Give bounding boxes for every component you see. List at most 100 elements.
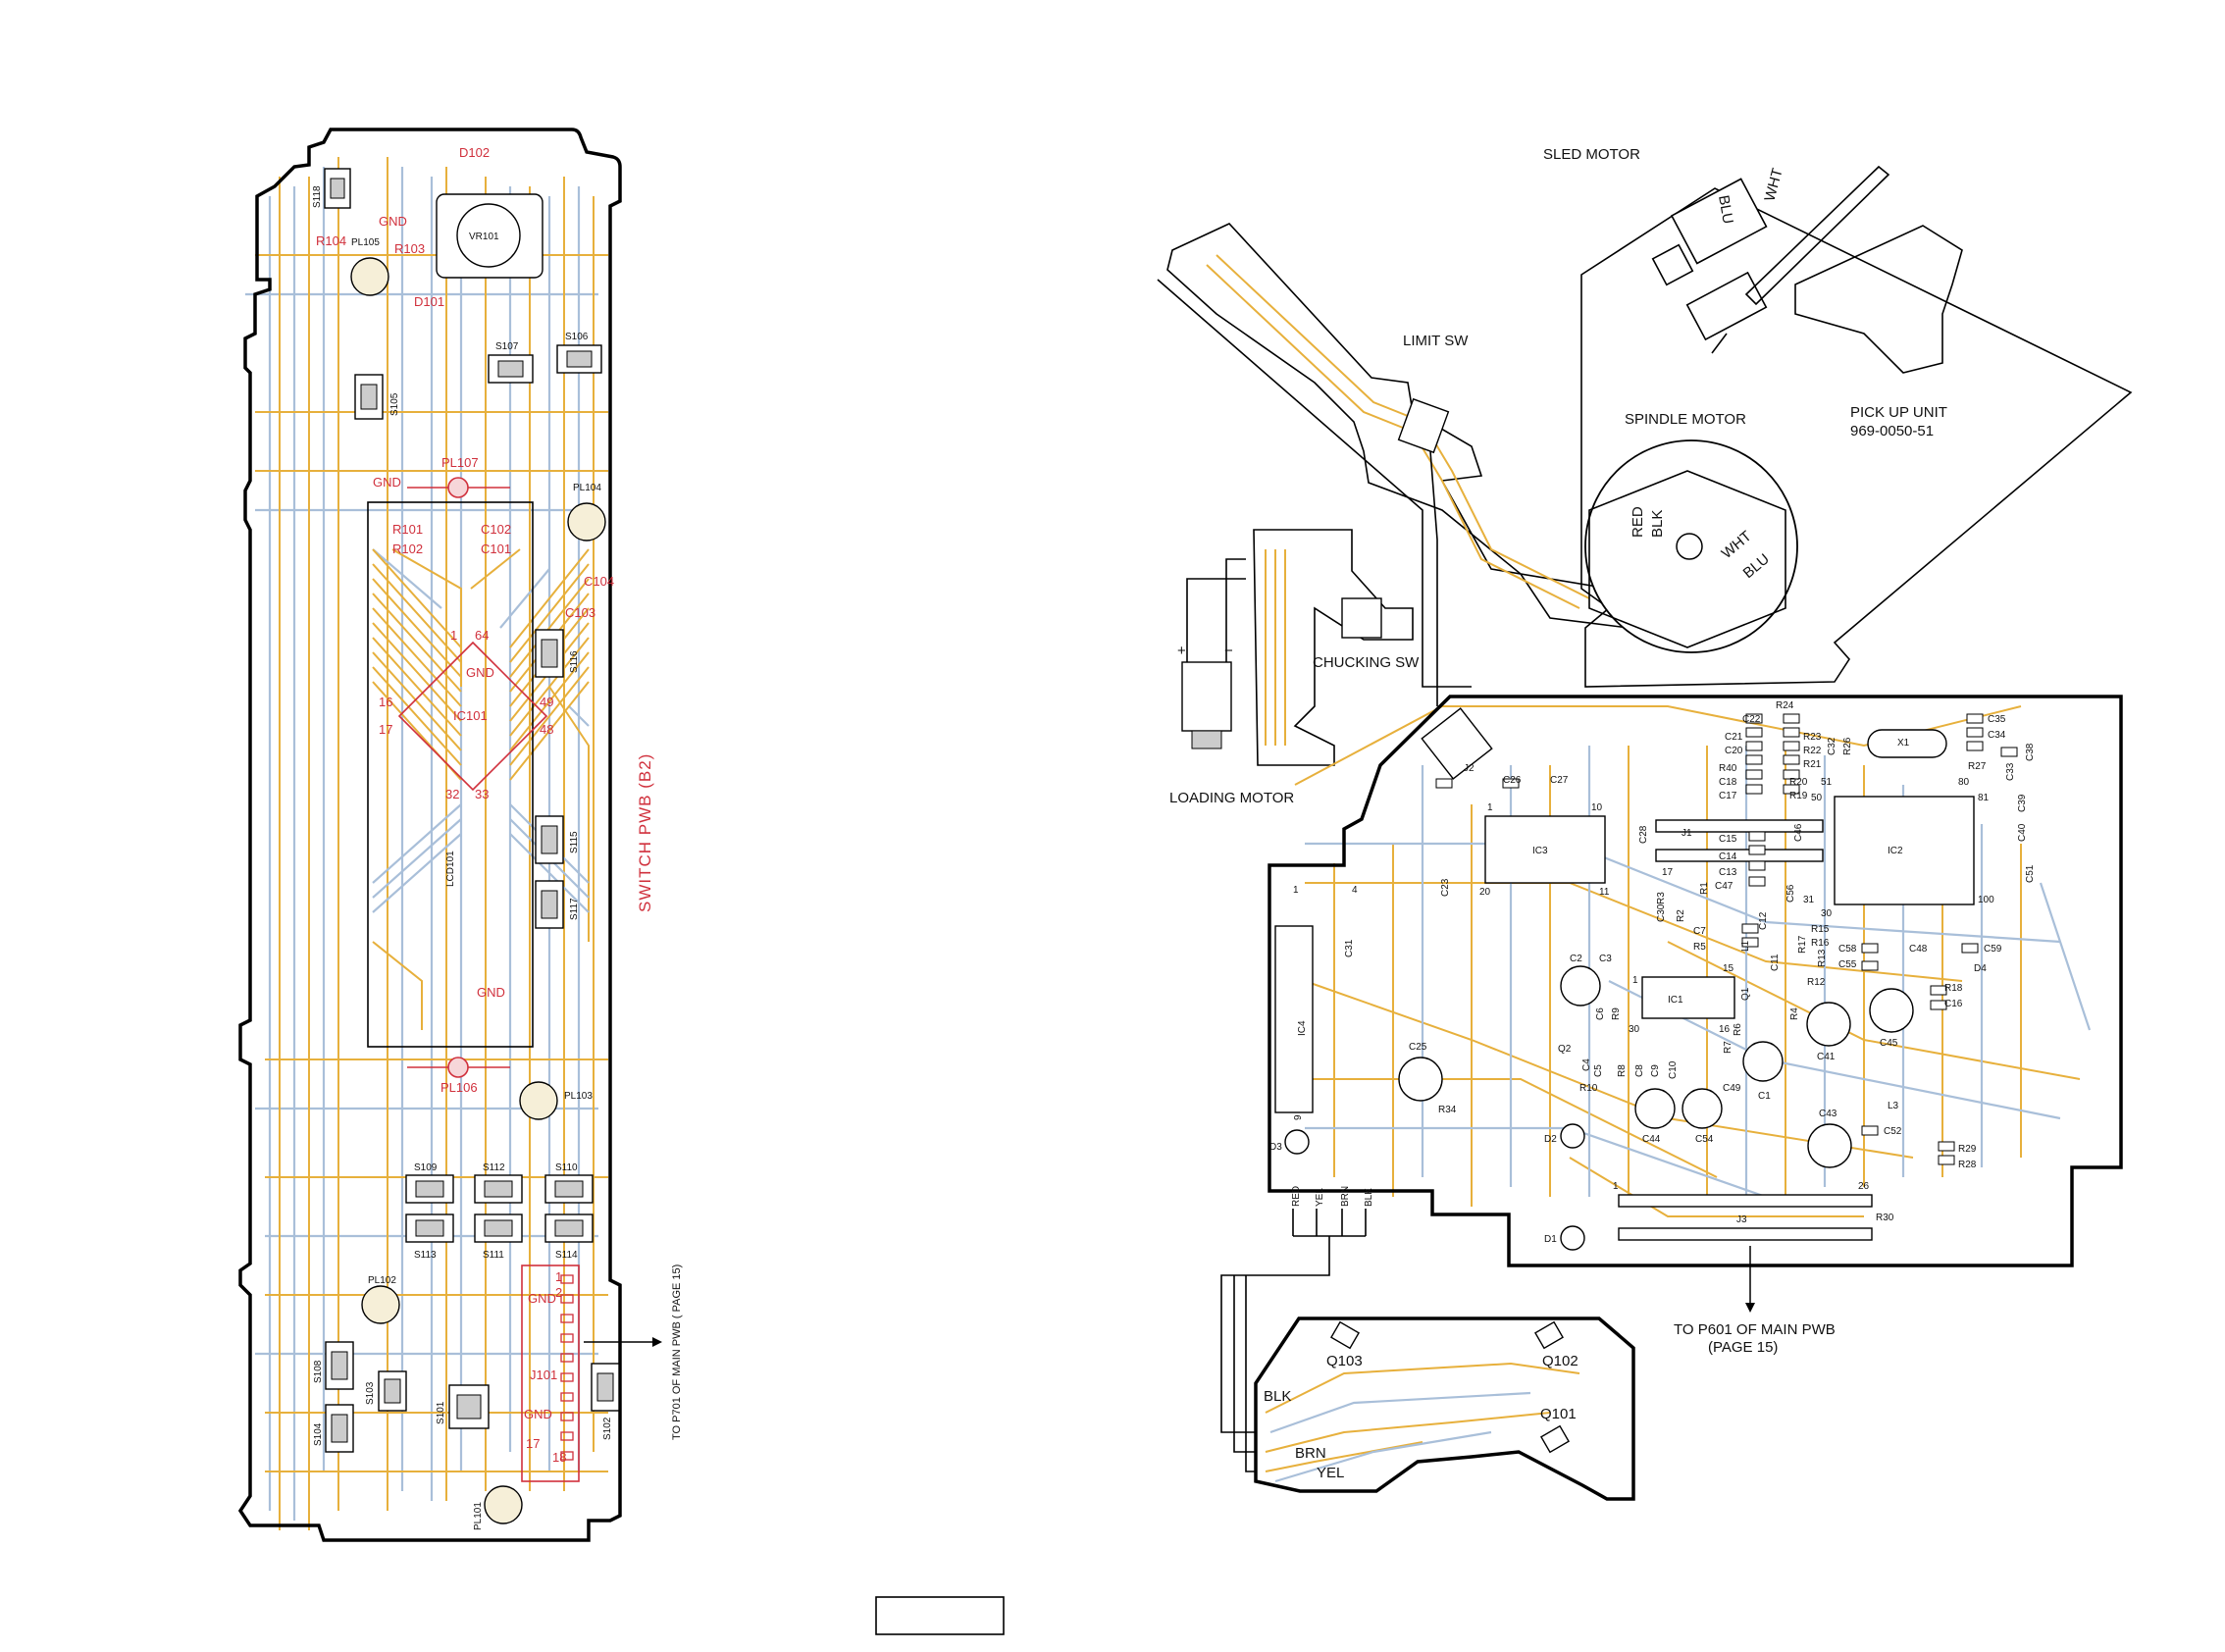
yel2-label: YEL	[1317, 1465, 1344, 1481]
r10-label: R10	[1579, 1083, 1598, 1094]
c1-label: C1	[1758, 1091, 1771, 1102]
q102-label: Q102	[1542, 1353, 1578, 1369]
j2-connector	[1421, 707, 1493, 780]
j1-connector-b	[1655, 849, 1824, 862]
ic101-pin17-label: 17	[379, 722, 392, 737]
c26-label: C26	[1503, 775, 1522, 786]
pl102-label: PL102	[368, 1275, 396, 1286]
j101-pin2-label: 2	[555, 1285, 562, 1300]
pl104-lamp	[567, 502, 606, 542]
ic3-pin10-label: 10	[1591, 802, 1603, 813]
r19-label: R19	[1789, 791, 1808, 801]
d4-label: D4	[1974, 963, 1987, 974]
s108-body	[331, 1351, 348, 1380]
main-pwb: C22 R24 C35 C21 R23 C32 R26 X1 C34 C20 R…	[1220, 695, 2123, 1472]
l3-label: L3	[1888, 1101, 1899, 1111]
s107-body	[497, 360, 524, 378]
blank-page-box	[875, 1596, 1005, 1635]
c101-label: C101	[481, 542, 511, 556]
pl107-label: PL107	[441, 455, 479, 470]
d2-label: D2	[1544, 1134, 1557, 1145]
c55-label: C55	[1838, 959, 1857, 970]
s114-label: S114	[555, 1250, 578, 1261]
r104-label: R104	[316, 233, 346, 248]
ic2-pin51-label: 51	[1821, 777, 1833, 788]
pickup-line	[1429, 450, 1438, 706]
s115-label: S115	[569, 831, 580, 853]
c12-label: C12	[1758, 911, 1769, 930]
s106-label: S106	[565, 332, 589, 342]
pickup-unit-label: PICK UP UNIT	[1850, 404, 1947, 421]
ic3-pin1-label: 1	[1487, 802, 1493, 813]
ic101-pin48-label: 48	[540, 722, 553, 737]
r17-label: R17	[1797, 935, 1808, 954]
c13-label: C13	[1719, 867, 1737, 878]
ic101-pin16-label: 16	[379, 695, 392, 709]
s112-body	[484, 1180, 513, 1198]
pl104-label: PL104	[573, 483, 601, 493]
j3-pin1-label: 1	[1613, 1181, 1619, 1192]
s115-body	[541, 825, 558, 854]
s110-label: S110	[555, 1162, 578, 1173]
c17-label: C17	[1719, 791, 1737, 801]
ic101-outline	[397, 641, 548, 792]
s102-footprint	[591, 1363, 620, 1412]
gnd6-label: GND	[524, 1407, 552, 1421]
s105-footprint	[354, 374, 384, 420]
electrolytic-caps	[1398, 965, 1914, 1168]
r24-label: R24	[1776, 700, 1794, 711]
pl106-label: PL106	[440, 1080, 478, 1095]
r22-label: R22	[1803, 746, 1822, 756]
s107-label: S107	[495, 341, 519, 352]
j3-label: J3	[1736, 1214, 1747, 1225]
s113-footprint	[405, 1213, 454, 1243]
lower-board-traces-blue	[1269, 1391, 1531, 1483]
harness-wires	[1220, 1209, 1367, 1472]
chucking-flex	[1253, 529, 1414, 766]
c102-label: C102	[481, 522, 511, 537]
c15-label: C15	[1719, 834, 1737, 845]
s116-label: S116	[569, 650, 580, 673]
brn2-label: BRN	[1295, 1445, 1326, 1462]
j101-pins	[560, 1274, 574, 1461]
switch-pwb-title: SWITCH PWB (B2)	[636, 753, 654, 912]
c32-label: C32	[1827, 737, 1837, 755]
r12-label: R12	[1807, 977, 1826, 988]
c39-label: C39	[2017, 794, 2028, 812]
r28-label: R28	[1958, 1160, 1977, 1170]
c41-label: C41	[1817, 1052, 1836, 1062]
pl103-lamp	[519, 1081, 558, 1120]
ic3-label: IC3	[1532, 846, 1548, 856]
q101-label: Q101	[1540, 1406, 1577, 1422]
c22-label: C22	[1742, 714, 1761, 725]
r40-label: R40	[1719, 763, 1737, 774]
gnd5-label: GND	[528, 1291, 556, 1306]
ic4-pin4-label: 4	[1352, 885, 1358, 896]
s109-label: S109	[414, 1162, 438, 1173]
r4-label: R4	[1789, 1007, 1800, 1020]
s104-label: S104	[313, 1422, 324, 1446]
ic101-pin64-label: 64	[475, 628, 489, 643]
chucking-traces	[1265, 549, 1286, 746]
ic101-pin33-label: 33	[475, 787, 489, 801]
limit-sw-label: LIMIT SW	[1403, 333, 1469, 349]
spindle-motor-bracket	[1588, 470, 1786, 648]
mechanism: SLED MOTOR BLU WHT LIMIT SW SPINDLE MOTO…	[1157, 146, 2133, 806]
loading-motor-body	[1181, 661, 1232, 732]
switch-pwb-traces	[245, 157, 608, 1530]
ic1-pin16-label: 16	[1719, 1024, 1731, 1035]
c11-label: C11	[1770, 954, 1781, 971]
s115-footprint	[535, 815, 564, 864]
gnd1-label: GND	[379, 214, 407, 229]
ic1-pin17-label: 17	[1662, 867, 1674, 878]
pl107-lamp	[447, 477, 469, 498]
s113-body	[415, 1219, 444, 1237]
c51-label: C51	[2025, 864, 2036, 883]
pickup-part-label: 969-0050-51	[1850, 423, 1934, 439]
r3-label: R3	[1656, 892, 1667, 904]
r26-label: R26	[1842, 737, 1853, 755]
switch-pwb: S118 D102 VR101 R104 PL105 GND R103 D101…	[237, 128, 683, 1542]
pickup-line-2	[1157, 279, 1472, 688]
c14-label: C14	[1719, 852, 1737, 862]
c35-label: C35	[1988, 714, 2006, 725]
